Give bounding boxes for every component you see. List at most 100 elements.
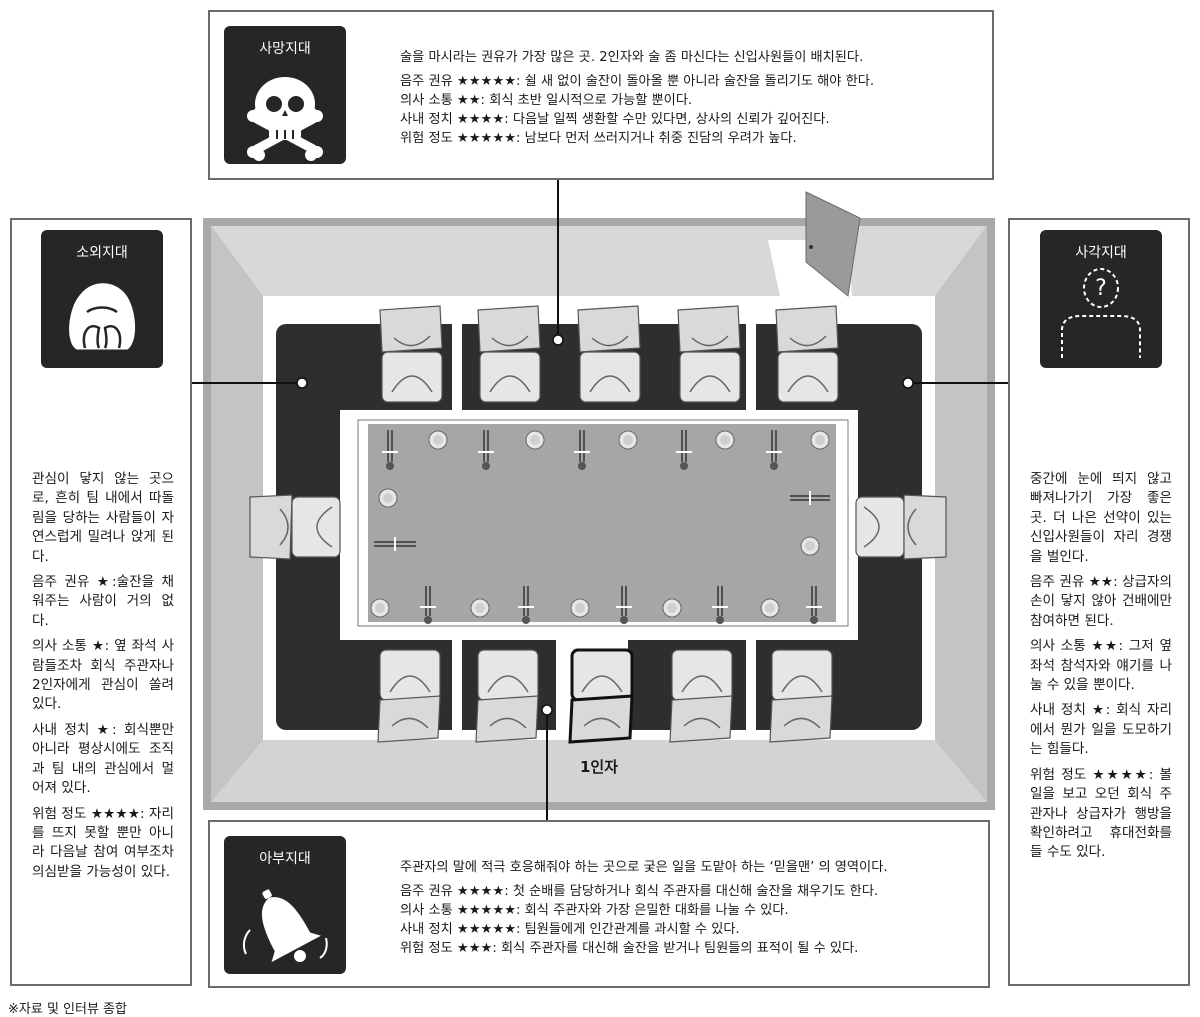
zone-rating-drinking: 음주 권유 ★★★★★: 쉴 새 없이 술잔이 돌아올 뿐 아니라 술잔을 돌리… [400,74,875,89]
chair-curve [589,375,631,393]
chair-seat [570,648,634,702]
chair-back [677,305,741,353]
spoon [680,462,688,470]
cup-inner [667,603,677,613]
chair [769,649,833,743]
zone-summary: 관심이 닿지 않는 곳으로, 흔히 팀 내에서 따돌림을 당하는 사람들이 자연… [32,471,174,565]
zone-rating-communication: 의사 소통 ★★: 그저 옆 좌석 참석자와 얘기를 나눌 수 있을 뿐이다. [1030,638,1172,694]
chair-seat [379,649,441,701]
cup-inner [765,603,775,613]
chair-seat [477,649,539,701]
chair-curve [389,675,431,693]
bell-icon [242,889,328,963]
chair-seat [777,351,839,403]
chair [475,649,539,743]
chair [249,494,341,560]
cup-inner [720,435,730,445]
zone-rating-risk: 위험 정도 ★★★: 회식 주관자를 대신해 술잔을 받거나 팀원들의 표적이 … [400,941,859,956]
cup-inner [433,435,443,445]
chair-seat [479,351,541,403]
chair-curve [583,717,621,729]
chair-curve [316,506,333,548]
connector-dot [541,704,553,716]
spoon [716,616,724,624]
zone-title: 사각지대 [1075,245,1127,261]
cup-inner [575,603,585,613]
connector-dot [296,377,308,389]
zone-rating-risk: 위험 정도 ★★★★: 자리를 뜨지 못할 뿐만 아니라 다음날 참여 여부조차… [32,805,174,880]
spoon [482,462,490,470]
spoon [522,616,530,624]
zone-panel-death: 사망지대 술을 마시라는 권유가 가장 많은 곳. 2인자와 술 좀 마신다는 … [208,10,994,180]
chair-seat [291,496,341,558]
chair-curve [489,717,527,729]
chair-seat [771,649,833,701]
chair-curve [863,506,880,548]
chair-curve [681,675,723,693]
chair-curve [487,675,529,693]
dining-table [368,424,836,622]
leader-chair [568,648,634,744]
chair-back [249,494,293,560]
zone-divider [452,318,462,418]
chair-back [903,494,947,560]
chair [477,305,541,403]
zone-divider [452,632,462,736]
chair-curve [391,375,433,393]
zone-rating-politics: 사내 정치 ★: 회식 자리에서 뭔가 일을 도모하기는 힘들다. [1030,702,1172,758]
chair-curve [789,335,827,347]
chair-curve [907,508,917,546]
zone-badge-blind: 사각지대 ? [1040,230,1162,368]
zone-panel-flattery: 아부지대 주관자의 말에 적극 호응해줘야 하는 곳으로 궂은 일을 도맡아 하… [208,820,990,988]
chair-curve [781,675,823,693]
zone-title: 소외지대 [76,245,128,261]
chair-curve [591,335,629,347]
skull-crossbones-icon [247,77,323,161]
cup-inner [530,435,540,445]
leader-seat-label: 1인자 [580,758,619,776]
chair-curve [691,335,729,347]
chair [669,649,733,743]
zone-badge-isolation: 소외지대 [41,230,163,368]
zone-rating-risk: 위험 정도 ★★★★★: 남보다 먼저 쓰러지거나 취중 진담의 우려가 높다. [400,131,797,146]
spoon [386,462,394,470]
zone-panel-isolation: 소외지대 관심이 닿지 않는 곳으로, 흔히 팀 내에서 따돌림을 당하는 사람… [10,218,192,986]
chair-curve [279,508,289,546]
door [805,191,861,297]
chair-curve [393,335,431,347]
zone-rating-drinking: 음주 권유 ★★: 상급자의 손이 닿지 않아 건배에만 참여하면 된다. [1030,574,1172,629]
zone-title: 아부지대 [259,851,311,867]
zone-divider [746,318,756,418]
zone-rating-drinking: 음주 권유 ★★★★: 첫 순배를 담당하거나 회식 주관자를 대신해 술잔을 … [400,884,879,899]
zone-description-death: 술을 마시라는 권유가 가장 많은 곳. 2인자와 술 좀 마신다는 신입사원들… [400,48,980,148]
zone-rating-communication: 의사 소통 ★★★★★: 회식 주관자와 가장 은밀한 대화를 나눌 수 있다. [400,903,789,918]
chair-curve [787,375,829,393]
chair-curve [491,335,529,347]
chair-back [477,305,541,353]
zone-summary: 술을 마시라는 권유가 가장 많은 곳. 2인자와 술 좀 마신다는 신입사원들… [400,50,864,65]
door-knob [809,245,813,249]
zone-badge-death: 사망지대 [224,26,346,164]
spoon [578,462,586,470]
connector-dot [552,334,564,346]
zone-description-blind: 중간에 눈에 띄지 않고 빠져나가기 가장 좋은 곳. 더 나은 선약이 있는 … [1030,470,1172,869]
chair [677,305,741,403]
svg-text:?: ? [1095,276,1107,301]
spoon [770,462,778,470]
chair-curve [581,675,623,693]
zone-rating-communication: 의사 소통 ★: 옆 좌석 사람들조차 회식 주관자나 2인자에게 관심이 쏠려… [32,638,174,713]
zone-description-isolation: 관심이 닿지 않는 곳으로, 흔히 팀 내에서 따돌림을 당하는 사람들이 자연… [32,470,174,888]
chair-seat [579,351,641,403]
cup-inner [805,541,815,551]
wall-top [211,226,987,296]
chair-back [577,305,641,353]
zone-rating-politics: 사내 정치 ★: 회식뿐만 아니라 평상시에도 조직과 팀 내의 관심에서 멀어… [32,721,174,797]
zone-rating-risk: 위험 정도 ★★★★: 볼 일을 보고 오던 회식 주관자나 상급자가 행방을 … [1030,766,1172,861]
chair [377,649,441,743]
cup-inner [375,603,385,613]
chair-back [775,305,839,353]
chair [775,305,839,403]
chair [855,494,947,560]
source-footnote: ※자료 및 인터뷰 종합 [8,1002,127,1017]
